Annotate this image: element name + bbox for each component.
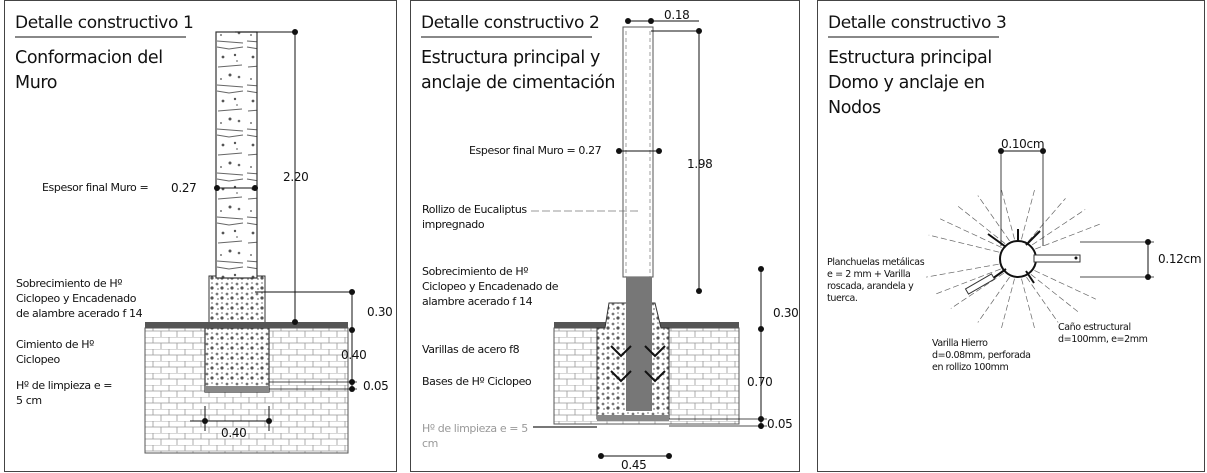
detail-3-subtitle-line3: Nodos xyxy=(828,98,881,118)
bases-dimension: 0.70 xyxy=(747,375,773,389)
detail-1-subtitle-line2: Muro xyxy=(15,73,58,93)
structural-member-line xyxy=(1026,276,1059,323)
top-dimension: 0.18 xyxy=(664,8,690,22)
structural-member-line xyxy=(1027,198,1066,242)
top-dimension: 0.10cm xyxy=(1001,137,1045,151)
right-dimension: 0.12cm xyxy=(1158,252,1202,266)
detail-1-subtitle-line1: Conformacion del xyxy=(15,48,163,68)
planchuelas-label-2: e = 2 mm + Varilla xyxy=(827,269,911,280)
detail-2-subtitle-line2: anclaje de cimentación xyxy=(421,73,616,93)
structural-member-line xyxy=(1030,274,1080,313)
base-width-dimension: 0.40 xyxy=(221,426,247,440)
base-width-dimension: 0.45 xyxy=(621,458,647,472)
detail-3-title: Detalle constructivo 3 xyxy=(828,13,1007,33)
structural-member-line xyxy=(1021,189,1035,240)
varilla-label-3: en rollizo 100mm xyxy=(932,362,1009,373)
espesor-value: 0.27 xyxy=(171,181,197,195)
height-dimension: 1.98 xyxy=(687,157,713,171)
detail-2-subtitle-line1: Estructura principal y xyxy=(421,48,600,68)
sobrecimiento-label-1: Sobrecimiento de Hº xyxy=(16,277,122,290)
espesor-label: Espesor final Muro = 0.27 xyxy=(469,144,602,157)
planchuelas-label-1: Planchuelas metálicas xyxy=(827,257,925,268)
structural-member-line xyxy=(950,272,1005,309)
planchuelas-label-4: tuerca. xyxy=(827,293,858,304)
structural-member-line xyxy=(956,205,1006,244)
rollizo-label-2: impregnado xyxy=(422,218,485,231)
detail-1-drawing xyxy=(15,29,357,454)
limpieza-label-2: cm xyxy=(422,437,438,450)
sobrecimiento-label-2: Ciclopeo y Encadenado de xyxy=(422,280,559,293)
structural-member-line xyxy=(926,263,999,278)
limpieza-label-1: Hº de limpieza e = xyxy=(16,379,113,392)
structural-member-line xyxy=(928,234,1000,253)
limpieza-label-1: Hº de limpieza e = 5 xyxy=(422,422,528,435)
rollizo-label-1: Rollizo de Eucaliptus xyxy=(422,203,527,216)
sobrecimiento-dimension: 0.30 xyxy=(773,306,799,320)
sobrecimiento-label-2: Ciclopeo y Encadenado xyxy=(16,292,137,305)
sobrecimiento-dimension: 0.30 xyxy=(367,305,393,319)
structural-member-line xyxy=(977,276,1010,323)
structural-member-line xyxy=(977,195,1010,242)
cano-label-1: Caño estructural xyxy=(1058,322,1131,333)
structural-member-line xyxy=(1034,270,1096,300)
structural-member-line xyxy=(1035,223,1101,250)
sobrecimiento-label-3: de alambre acerado f 14 xyxy=(16,307,143,320)
bases-label: Bases de Hº Ciclopeo xyxy=(422,375,532,388)
detail-2-title: Detalle constructivo 2 xyxy=(421,13,600,33)
espesor-label: Espesor final Muro = xyxy=(42,181,149,194)
detail-panel-1: Detalle constructivo 1 Conformacion del … xyxy=(4,0,397,472)
limpieza-dimension: 0.05 xyxy=(767,417,793,431)
detail-panel-2: Detalle constructivo 2 Estructura princi… xyxy=(410,0,800,472)
cimiento-dimension: 0.40 xyxy=(341,348,367,362)
sobrecimiento-label-1: Sobrecimiento de Hº xyxy=(422,265,528,278)
detail-3-subtitle-line2: Domo y anclaje en xyxy=(828,73,985,93)
varilla-label-2: d=0.08mm, perforada xyxy=(932,350,1031,361)
limpieza-dimension: 0.05 xyxy=(363,379,389,393)
planchuelas-label-3: roscada, arandela y xyxy=(827,281,914,292)
structural-member-line xyxy=(940,218,1002,248)
cimiento-label-2: Ciclopeo xyxy=(16,353,60,366)
cimiento-label-1: Cimiento de Hº xyxy=(16,338,94,351)
detail-3-subtitle-line1: Estructura principal xyxy=(828,48,992,68)
height-dimension: 2.20 xyxy=(283,170,309,184)
detail-2-drawing xyxy=(421,18,767,459)
structural-member-line xyxy=(935,268,1001,295)
detail-panel-3: Detalle constructivo 3 Estructura princi… xyxy=(817,0,1205,472)
limpieza-label-2: 5 cm xyxy=(16,394,42,407)
detail-3-drawing xyxy=(828,36,1154,329)
varilla-label-1: Varilla Hierro xyxy=(932,338,988,349)
structural-member-line xyxy=(1031,209,1086,246)
cano-label-2: d=100mm, e=2mm xyxy=(1058,334,1148,345)
varillas-label: Varillas de acero f8 xyxy=(422,343,520,356)
sobrecimiento-label-3: alambre acerado f 14 xyxy=(422,295,533,308)
detail-1-title: Detalle constructivo 1 xyxy=(15,13,194,33)
